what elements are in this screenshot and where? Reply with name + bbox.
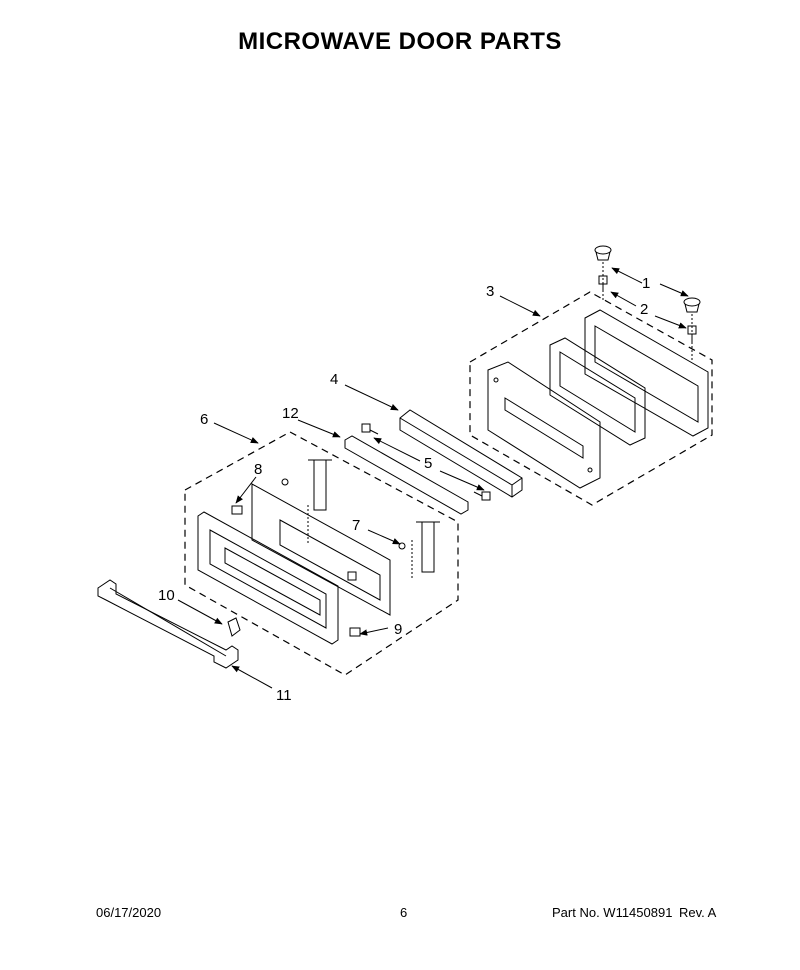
door-glass-panel <box>251 483 391 616</box>
footer-revision: Rev. A <box>679 905 717 920</box>
screw-right <box>473 491 491 501</box>
glass-clip-top <box>231 505 243 515</box>
front-door-assembly-outline <box>184 431 459 676</box>
callout-10: 10 <box>158 587 175 604</box>
page-title: MICROWAVE DOOR PARTS <box>238 28 562 55</box>
callout-9: 9 <box>394 621 402 638</box>
callout-7: 7 <box>352 517 360 534</box>
hinge-pin-bottom <box>683 297 701 360</box>
callout-8: 8 <box>254 461 262 478</box>
rear-door-assembly-outline <box>469 291 713 506</box>
rear-door-frame <box>584 309 709 437</box>
hinge-pin-top <box>594 245 612 300</box>
grommet-right <box>398 542 406 550</box>
mounting-bracket <box>344 435 469 515</box>
callout-3: 3 <box>486 283 494 300</box>
screw-left <box>361 423 379 435</box>
callout-4: 4 <box>330 371 338 388</box>
callout-12: 12 <box>282 405 299 422</box>
hinge-screw-top <box>598 275 608 292</box>
handle-spacer <box>227 617 241 637</box>
callout-2: 2 <box>640 301 648 318</box>
choke-frame <box>549 337 646 446</box>
glass-clip-bottom <box>349 627 361 637</box>
callout-11: 11 <box>276 687 292 704</box>
front-door-outer-panel <box>197 511 339 645</box>
grommet-left <box>281 478 289 486</box>
callout-6: 6 <box>200 411 208 428</box>
door-handle <box>97 579 239 669</box>
footer-part-number: Part No. W11450891 <box>552 905 673 920</box>
callout-5: 5 <box>424 455 432 472</box>
footer-page-number: 6 <box>400 905 408 920</box>
vent-bar <box>399 409 523 498</box>
callout-1: 1 <box>642 275 650 292</box>
footer-date: 06/17/2020 <box>96 905 162 920</box>
hinge-bracket-left <box>307 459 332 545</box>
hinge-screw-bottom <box>687 325 697 342</box>
hinge-bracket-right <box>411 521 440 580</box>
rear-door-panel <box>487 361 601 489</box>
